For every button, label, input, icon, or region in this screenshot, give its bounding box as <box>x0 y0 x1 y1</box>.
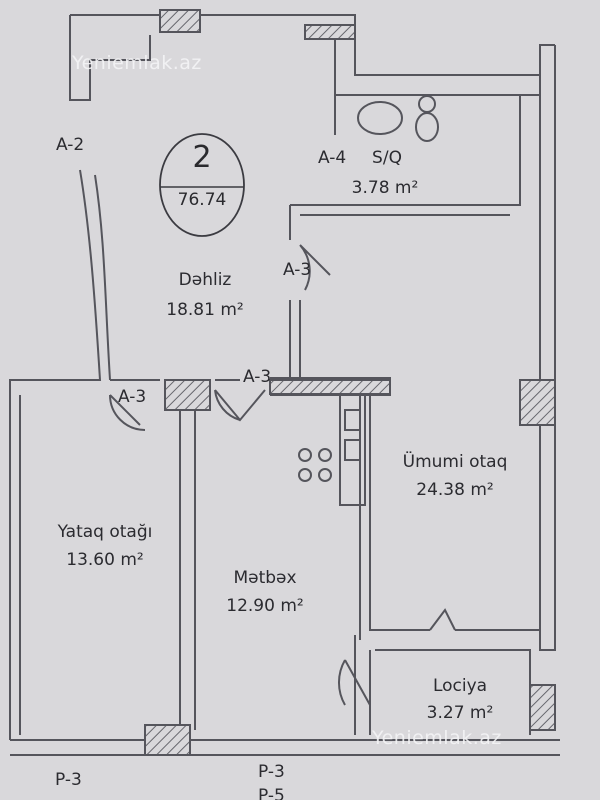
door-a3-1 <box>109 394 146 431</box>
wall-corridor-left <box>9 169 102 740</box>
room-name-sq: S/Q <box>372 148 402 168</box>
wall-bottom <box>10 739 560 756</box>
door-mark-a3-bedroom: A-3 <box>118 387 147 407</box>
door-a3-3 <box>299 244 331 291</box>
room-area-lociya: 3.27 m² <box>426 703 494 723</box>
door-mark-a2: A-2 <box>56 135 85 155</box>
door-mark-a3-corridor: A-3 <box>283 260 312 280</box>
watermark-top: Yeniemlak.az <box>72 52 202 74</box>
door-lociya <box>338 659 371 706</box>
room-name-metbex: Mətbəx <box>233 568 297 588</box>
room-area-yataq: 13.60 m² <box>66 550 144 570</box>
room-name-dehliz: Dəhliz <box>178 270 232 290</box>
window-mark-p5: P-5 <box>258 786 285 800</box>
room-area-sq: 3.78 m² <box>351 178 419 198</box>
room-area-umumi: 24.38 m² <box>416 480 494 500</box>
wall-sq <box>289 95 521 240</box>
room-name-umumi: Ümumi otaq <box>402 452 508 472</box>
unit-number: 2 <box>192 140 212 175</box>
door-mark-a4: A-4 <box>318 148 347 168</box>
unit-total-area: 76.74 <box>177 190 227 210</box>
door-mark-a3-kitchen: A-3 <box>243 367 272 387</box>
wall-bedroom <box>19 395 196 735</box>
room-name-yataq: Yataq otağı <box>57 522 153 542</box>
watermark-bottom: Yeniemlak.az <box>372 727 502 749</box>
wall-kitchen <box>359 395 430 640</box>
window-mark-p3-left: P-3 <box>55 770 82 790</box>
door-a3-2 <box>214 389 266 422</box>
room-name-lociya: Lociya <box>432 676 488 696</box>
unit-badge <box>159 133 245 237</box>
door-umumi <box>429 608 456 631</box>
window-mark-p3-center: P-3 <box>258 762 285 782</box>
room-area-metbex: 12.90 m² <box>226 596 304 616</box>
wall-right-outer <box>539 45 556 651</box>
room-area-dehliz: 18.81 m² <box>166 300 244 320</box>
